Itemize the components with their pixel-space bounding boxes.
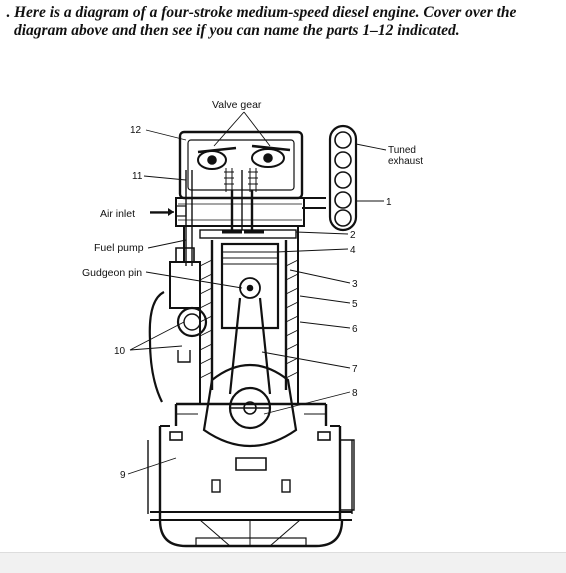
leader-lines [127,111,387,475]
label-tuned-exhaust-line2: exhaust [388,156,423,167]
label-valve-gear: Valve gear [212,99,262,111]
part-number-3: 3 [352,279,358,290]
part-number-7: 7 [352,364,358,375]
head-body [175,170,326,234]
tuned-exhaust-column [328,124,358,232]
intro-text: Here is a diagram of a four-stroke mediu… [14,4,517,39]
engine-diagram: Valve gear Tuned exhaust Air inlet Fuel … [82,99,423,548]
bullet-mark: . [6,4,10,21]
part-number-8: 8 [352,388,358,399]
part-number-2: 2 [350,230,356,241]
pushrods [150,170,193,266]
label-fuel-pump: Fuel pump [94,242,144,254]
part-number-11: 11 [132,171,143,182]
label-air-inlet: Air inlet [100,208,135,220]
part-number-10: 10 [114,346,126,357]
crankcase [147,363,355,548]
label-gudgeon-pin: Gudgeon pin [82,267,142,279]
part-number-9: 9 [120,470,126,481]
part-number-1: 1 [386,197,392,208]
part-number-4: 4 [350,245,356,256]
cylinder-head [178,130,304,200]
part-number-5: 5 [352,299,358,310]
diagram-labels: Valve gear Tuned exhaust Air inlet Fuel … [82,99,423,481]
cylinder-block [148,226,299,404]
footer-band [0,552,566,573]
part-number-6: 6 [352,324,358,335]
intro-paragraph: . Here is a diagram of a four-stroke med… [6,4,554,40]
part-number-12: 12 [130,125,142,136]
label-tuned-exhaust-line1: Tuned [388,145,416,156]
